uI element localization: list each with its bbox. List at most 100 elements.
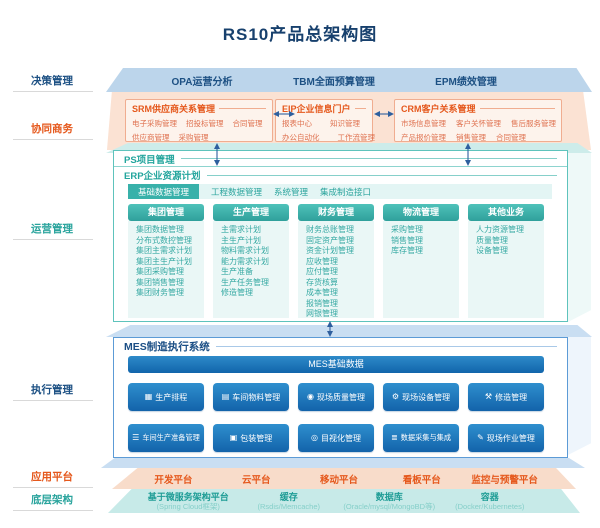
- infra-database: 数据库 (Oracle/mysql/MongoBD等): [339, 492, 440, 511]
- side-label-app-platform: 应用平台: [31, 471, 73, 483]
- erp-item: 生产准备: [221, 267, 253, 276]
- mes-module-field-quality[interactable]: ◉ 现场质量管理: [298, 383, 374, 411]
- mes-module-packaging[interactable]: ▣ 包装管理: [213, 424, 289, 452]
- erp-column-header[interactable]: 其他业务: [468, 204, 544, 221]
- visualization-icon: ◎: [311, 433, 318, 442]
- app-platform-band: 开发平台 云平台 移动平台 看板平台 监控与预警平台: [112, 468, 576, 489]
- erp-column-header[interactable]: 生产管理: [213, 204, 289, 221]
- decision-item-epm: EPM绩效管理: [435, 76, 497, 88]
- erp-item: 主生产计划: [221, 235, 261, 245]
- infra-cache: 缓存 (Rsdis/Memcache): [239, 492, 340, 511]
- crm-box-header: CRM客户关系管理: [401, 102, 555, 115]
- erp-column-group-mgmt: 集团管理 集团数据管理 分布式数控管理 集团主需求计划 集团主生产计划 集团采购…: [128, 204, 204, 318]
- srm-item: 合同管理: [232, 119, 263, 128]
- erp-column-body: 人力资源管理 质量管理 设备管理: [468, 221, 544, 318]
- mes-module-production-scheduling[interactable]: ▦ 生产排程: [128, 383, 204, 411]
- platform-monitor: 监控与预警平台: [471, 474, 538, 486]
- mes-module-repair[interactable]: ⚒ 修造管理: [468, 383, 544, 411]
- erp-item: 集团财务管理: [136, 288, 184, 297]
- mes-module-label: 车间生产准备管理: [142, 433, 200, 442]
- worker-checklist-icon: ☰: [132, 433, 140, 442]
- crm-item: 合同管理: [496, 133, 526, 142]
- erp-item: 成本管理: [306, 288, 338, 297]
- erp-column-finance: 财务管理 财务总账管理 固定资产管理 资金计划管理 应收管理 应付管理 存货核算…: [298, 204, 374, 318]
- erp-column-production: 生产管理 主需求计划 主生产计划 物料需求计划 能力需求计划 生产准备 生产任务…: [213, 204, 289, 318]
- side-label-collaboration: 协同商务: [31, 123, 73, 135]
- mes-module-data-collection[interactable]: ≣ 数据采集与集成: [383, 424, 459, 452]
- erp-item: 修造管理: [221, 288, 253, 297]
- mes-module-visualization[interactable]: ◎ 目视化管理: [298, 424, 374, 452]
- infrastructure-band: 基于微服务架构平台 (Spring Cloud框架) 缓存 (Rsdis/Mem…: [108, 489, 580, 513]
- mes-module-label: 目视化管理: [320, 433, 361, 443]
- erp-column-body: 采购管理 销售管理 库存管理: [383, 221, 459, 318]
- mes-module-label: 车间物料管理: [232, 392, 281, 402]
- erp-item: 人力资源管理: [476, 225, 524, 234]
- side-label-decision: 决策管理: [31, 75, 73, 87]
- decision-item-opa: OPA运营分析: [171, 76, 233, 88]
- erp-item: 主需求计划: [221, 225, 261, 234]
- crm-item: 产品报价管理: [401, 133, 446, 142]
- erp-column-body: 主需求计划 主生产计划 物料需求计划 能力需求计划 生产准备 生产任务管理 修造…: [213, 221, 289, 318]
- eip-row: 办公自动化 工作流管理: [282, 132, 375, 143]
- tab-basic-data[interactable]: 基础数据管理: [128, 184, 200, 199]
- legend-line: [479, 108, 555, 109]
- eip-box-header: EIP企业信息门户: [282, 102, 366, 115]
- side-label-underline: [13, 487, 93, 488]
- infra-name: 基于微服务架构平台: [147, 491, 229, 502]
- erp-item: 应收管理: [306, 256, 338, 266]
- erp-item: 设备管理: [476, 246, 508, 255]
- platform-cloud: 云平台: [241, 474, 271, 486]
- ps-title: PS项目管理: [124, 154, 175, 166]
- data-collection-icon: ≣: [390, 433, 398, 442]
- erp-column-header[interactable]: 财务管理: [298, 204, 374, 221]
- infra-sub: (Oracle/mysql/MongoBD等): [343, 501, 436, 511]
- mes-module-label: 修造管理: [495, 392, 528, 402]
- mes-module-production-preparation[interactable]: ☰ 车间生产准备管理: [128, 424, 204, 452]
- erp-item: 能力需求计划: [221, 256, 269, 266]
- side-label-underline: [13, 510, 93, 511]
- erp-item: 物料需求计划: [221, 246, 269, 255]
- mes-slab-side-face: [568, 337, 591, 455]
- mes-module-field-operations[interactable]: ✎ 现场作业管理: [468, 424, 544, 452]
- mes-module-field-equipment[interactable]: ⚙ 现场设备管理: [383, 383, 459, 411]
- mes-module-label: 现场设备管理: [402, 392, 451, 402]
- mes-base-data-bar: MES基础数据: [128, 356, 544, 373]
- side-label-operations: 运营管理: [31, 223, 73, 235]
- tab-engineering-data[interactable]: 工程数据管理: [211, 186, 263, 197]
- tab-integration-interface[interactable]: 集成制造接口: [320, 186, 372, 197]
- srm-item: 招投标管理: [186, 119, 224, 128]
- infra-name: 数据库: [375, 491, 403, 502]
- erp-item: 集团主需求计划: [136, 246, 192, 255]
- side-label-execution: 执行管理: [31, 384, 73, 396]
- operations-slab-top-face: [106, 143, 592, 153]
- tab-system-management[interactable]: 系统管理: [274, 186, 309, 197]
- schedule-icon: ▦: [144, 392, 153, 401]
- erp-column-body: 集团数据管理 分布式数控管理 集团主需求计划 集团主生产计划 集团采购管理 集团…: [128, 221, 204, 318]
- side-label-infrastructure: 底层架构: [31, 494, 73, 506]
- side-label-underline: [13, 239, 93, 240]
- decision-item-tbm: TBM全面预算管理: [293, 76, 375, 88]
- erp-item: 集团销售管理: [136, 277, 184, 287]
- erp-item: 集团主生产计划: [136, 256, 192, 266]
- mes-module-label: 包装管理: [240, 433, 273, 443]
- crm-row: 市场信息管理 客户关怀管理 售后服务管理: [401, 118, 556, 129]
- mes-module-workshop-material[interactable]: ▤ 车间物料管理: [213, 383, 289, 411]
- erp-section-header: ERP企业资源计划: [114, 167, 567, 183]
- mes-section-header: MES制造执行系统: [114, 338, 567, 354]
- platform-mobile: 移动平台: [319, 474, 358, 486]
- erp-column-header[interactable]: 物流管理: [383, 204, 459, 221]
- erp-column-logistics: 物流管理 采购管理 销售管理 库存管理: [383, 204, 459, 318]
- package-icon: ▣: [229, 433, 238, 442]
- mes-module-label: 现场作业管理: [486, 433, 535, 443]
- crm-box: CRM客户关系管理 市场信息管理 客户关怀管理 售后服务管理 产品报价管理 销售…: [394, 99, 562, 142]
- srm-item: 电子采购管理: [132, 119, 177, 128]
- infra-name: 容器: [480, 491, 499, 502]
- quality-inspect-icon: ◉: [307, 392, 314, 401]
- erp-column-other: 其他业务 人力资源管理 质量管理 设备管理: [468, 204, 544, 318]
- eip-item: 知识管理: [330, 119, 360, 128]
- eip-row: 报表中心 知识管理: [282, 118, 366, 129]
- srm-box-header: SRM供应商关系管理: [132, 102, 266, 115]
- erp-column-header[interactable]: 集团管理: [128, 204, 204, 221]
- side-label-underline: [13, 91, 93, 92]
